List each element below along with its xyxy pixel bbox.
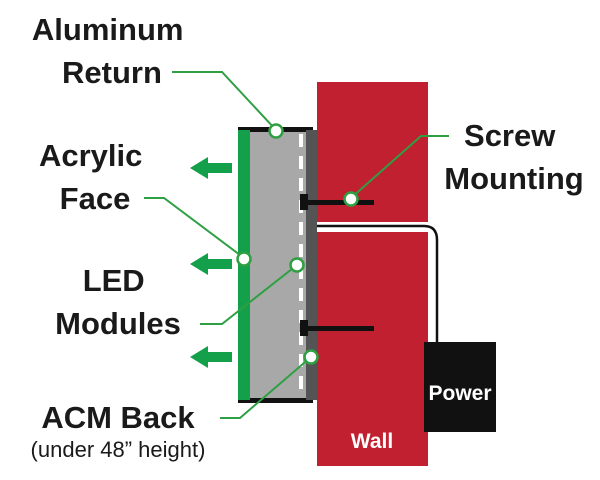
left-arrow-icon — [190, 157, 232, 179]
left-arrow-icon — [190, 346, 232, 368]
callout-dot-icon — [268, 123, 284, 139]
callout-dot-icon — [289, 257, 305, 273]
power-supply: Power — [424, 342, 496, 432]
callout-dot-icon — [303, 349, 319, 365]
screw-lower-shaft — [306, 326, 374, 331]
label-acm-back-note: (under 48” height) — [31, 437, 206, 462]
light-direction-arrows — [190, 157, 232, 368]
callout-dot-icon — [343, 191, 359, 207]
label-acrylic-face: Acrylic Face — [39, 138, 151, 216]
leader-acrylic-face — [144, 197, 245, 259]
wall-upper-block — [317, 82, 428, 222]
label-aluminum-return: Aluminum Return — [32, 12, 192, 90]
leader-screw-mounting — [350, 135, 449, 199]
screw-lower-head — [300, 320, 308, 336]
label-screw-mounting: Screw Mounting — [444, 118, 583, 196]
label-acm-back: ACM Back — [41, 400, 195, 435]
screw-upper-head — [300, 194, 308, 210]
screw-mounting — [300, 194, 374, 336]
power-label: Power — [428, 382, 491, 405]
label-led-modules: LED Modules — [55, 263, 181, 341]
left-arrow-icon — [190, 253, 232, 275]
leader-aluminum-return — [172, 71, 277, 131]
acm-back-panel — [306, 130, 317, 400]
wall-label: Wall — [351, 430, 393, 453]
power-box — [424, 342, 496, 432]
callout-dot-icon — [236, 251, 252, 267]
screw-upper-shaft — [306, 200, 374, 205]
power-cable — [314, 224, 439, 342]
return-bottom-cap — [238, 398, 313, 403]
wall: Wall — [317, 82, 428, 466]
wall-lower-block — [317, 232, 428, 466]
callout-dots — [236, 123, 359, 365]
leader-acm-back — [220, 356, 312, 419]
callout-leaders — [144, 71, 449, 419]
leader-led-modules — [200, 264, 298, 325]
